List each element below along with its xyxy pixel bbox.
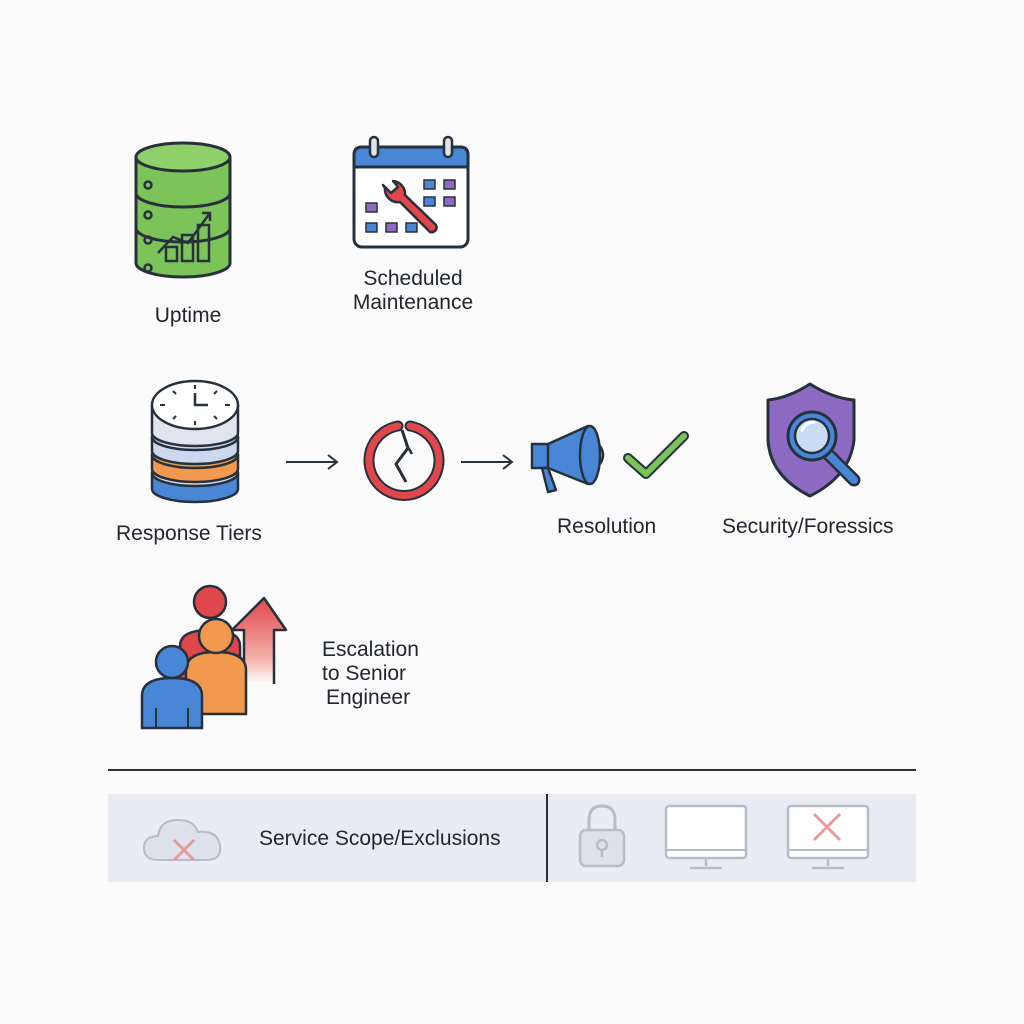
resolution-check <box>623 430 689 480</box>
monitor-x-icon <box>786 804 870 870</box>
monitor-icon <box>664 804 748 870</box>
clock-stack-icon <box>150 379 240 504</box>
arrow-right-icon <box>461 454 514 470</box>
scheduled-maintenance-line-1: Scheduled <box>363 267 463 290</box>
monitor-x-exclusion <box>786 804 870 872</box>
escalation-label: Escalation to Senior Engineer <box>322 638 419 710</box>
checkmark-icon <box>623 431 689 479</box>
flow-arrow-2 <box>461 452 515 472</box>
arrow-right-icon <box>286 454 339 470</box>
uptime-node <box>128 135 238 285</box>
response-tiers-label: Response Tiers <box>116 522 262 545</box>
escalation-line-2: to Senior <box>322 662 407 685</box>
resolution-node <box>528 422 608 494</box>
scheduled-maintenance-node <box>350 135 472 251</box>
service-scope-band: Service Scope/Exclusions <box>108 794 916 882</box>
escalation-node <box>140 584 290 730</box>
response-tiers-node <box>148 375 243 505</box>
escalation-line-3: Engineer <box>326 686 411 709</box>
megaphone-icon <box>530 424 605 494</box>
scheduled-maintenance-line-2: Maintenance <box>352 291 474 314</box>
service-scope-label: Service Scope/Exclusions <box>259 827 501 850</box>
uptime-label: Uptime <box>154 304 222 327</box>
flow-arrow-1 <box>286 452 340 472</box>
broken-circle-icon <box>363 420 445 501</box>
scheduled-maintenance-label: Scheduled Maintenance <box>330 267 496 315</box>
padlock-exclusion <box>577 802 627 868</box>
incident-node <box>362 420 445 502</box>
section-divider <box>108 769 916 771</box>
security-label: Security/Foressics <box>722 515 894 538</box>
calendar-wrench-icon <box>352 135 470 249</box>
database-chart-icon <box>134 141 232 279</box>
padlock-icon <box>578 804 626 868</box>
resolution-label: Resolution <box>557 515 657 538</box>
band-separator <box>546 794 548 882</box>
cloud-x-icon <box>142 818 222 862</box>
monitor-exclusion <box>664 804 748 872</box>
shield-magnifier-icon <box>766 382 861 498</box>
security-node <box>764 380 868 500</box>
escalation-line-1: Escalation <box>322 638 419 661</box>
cloud-exclusion <box>142 814 226 866</box>
people-up-arrow-icon <box>140 584 288 730</box>
